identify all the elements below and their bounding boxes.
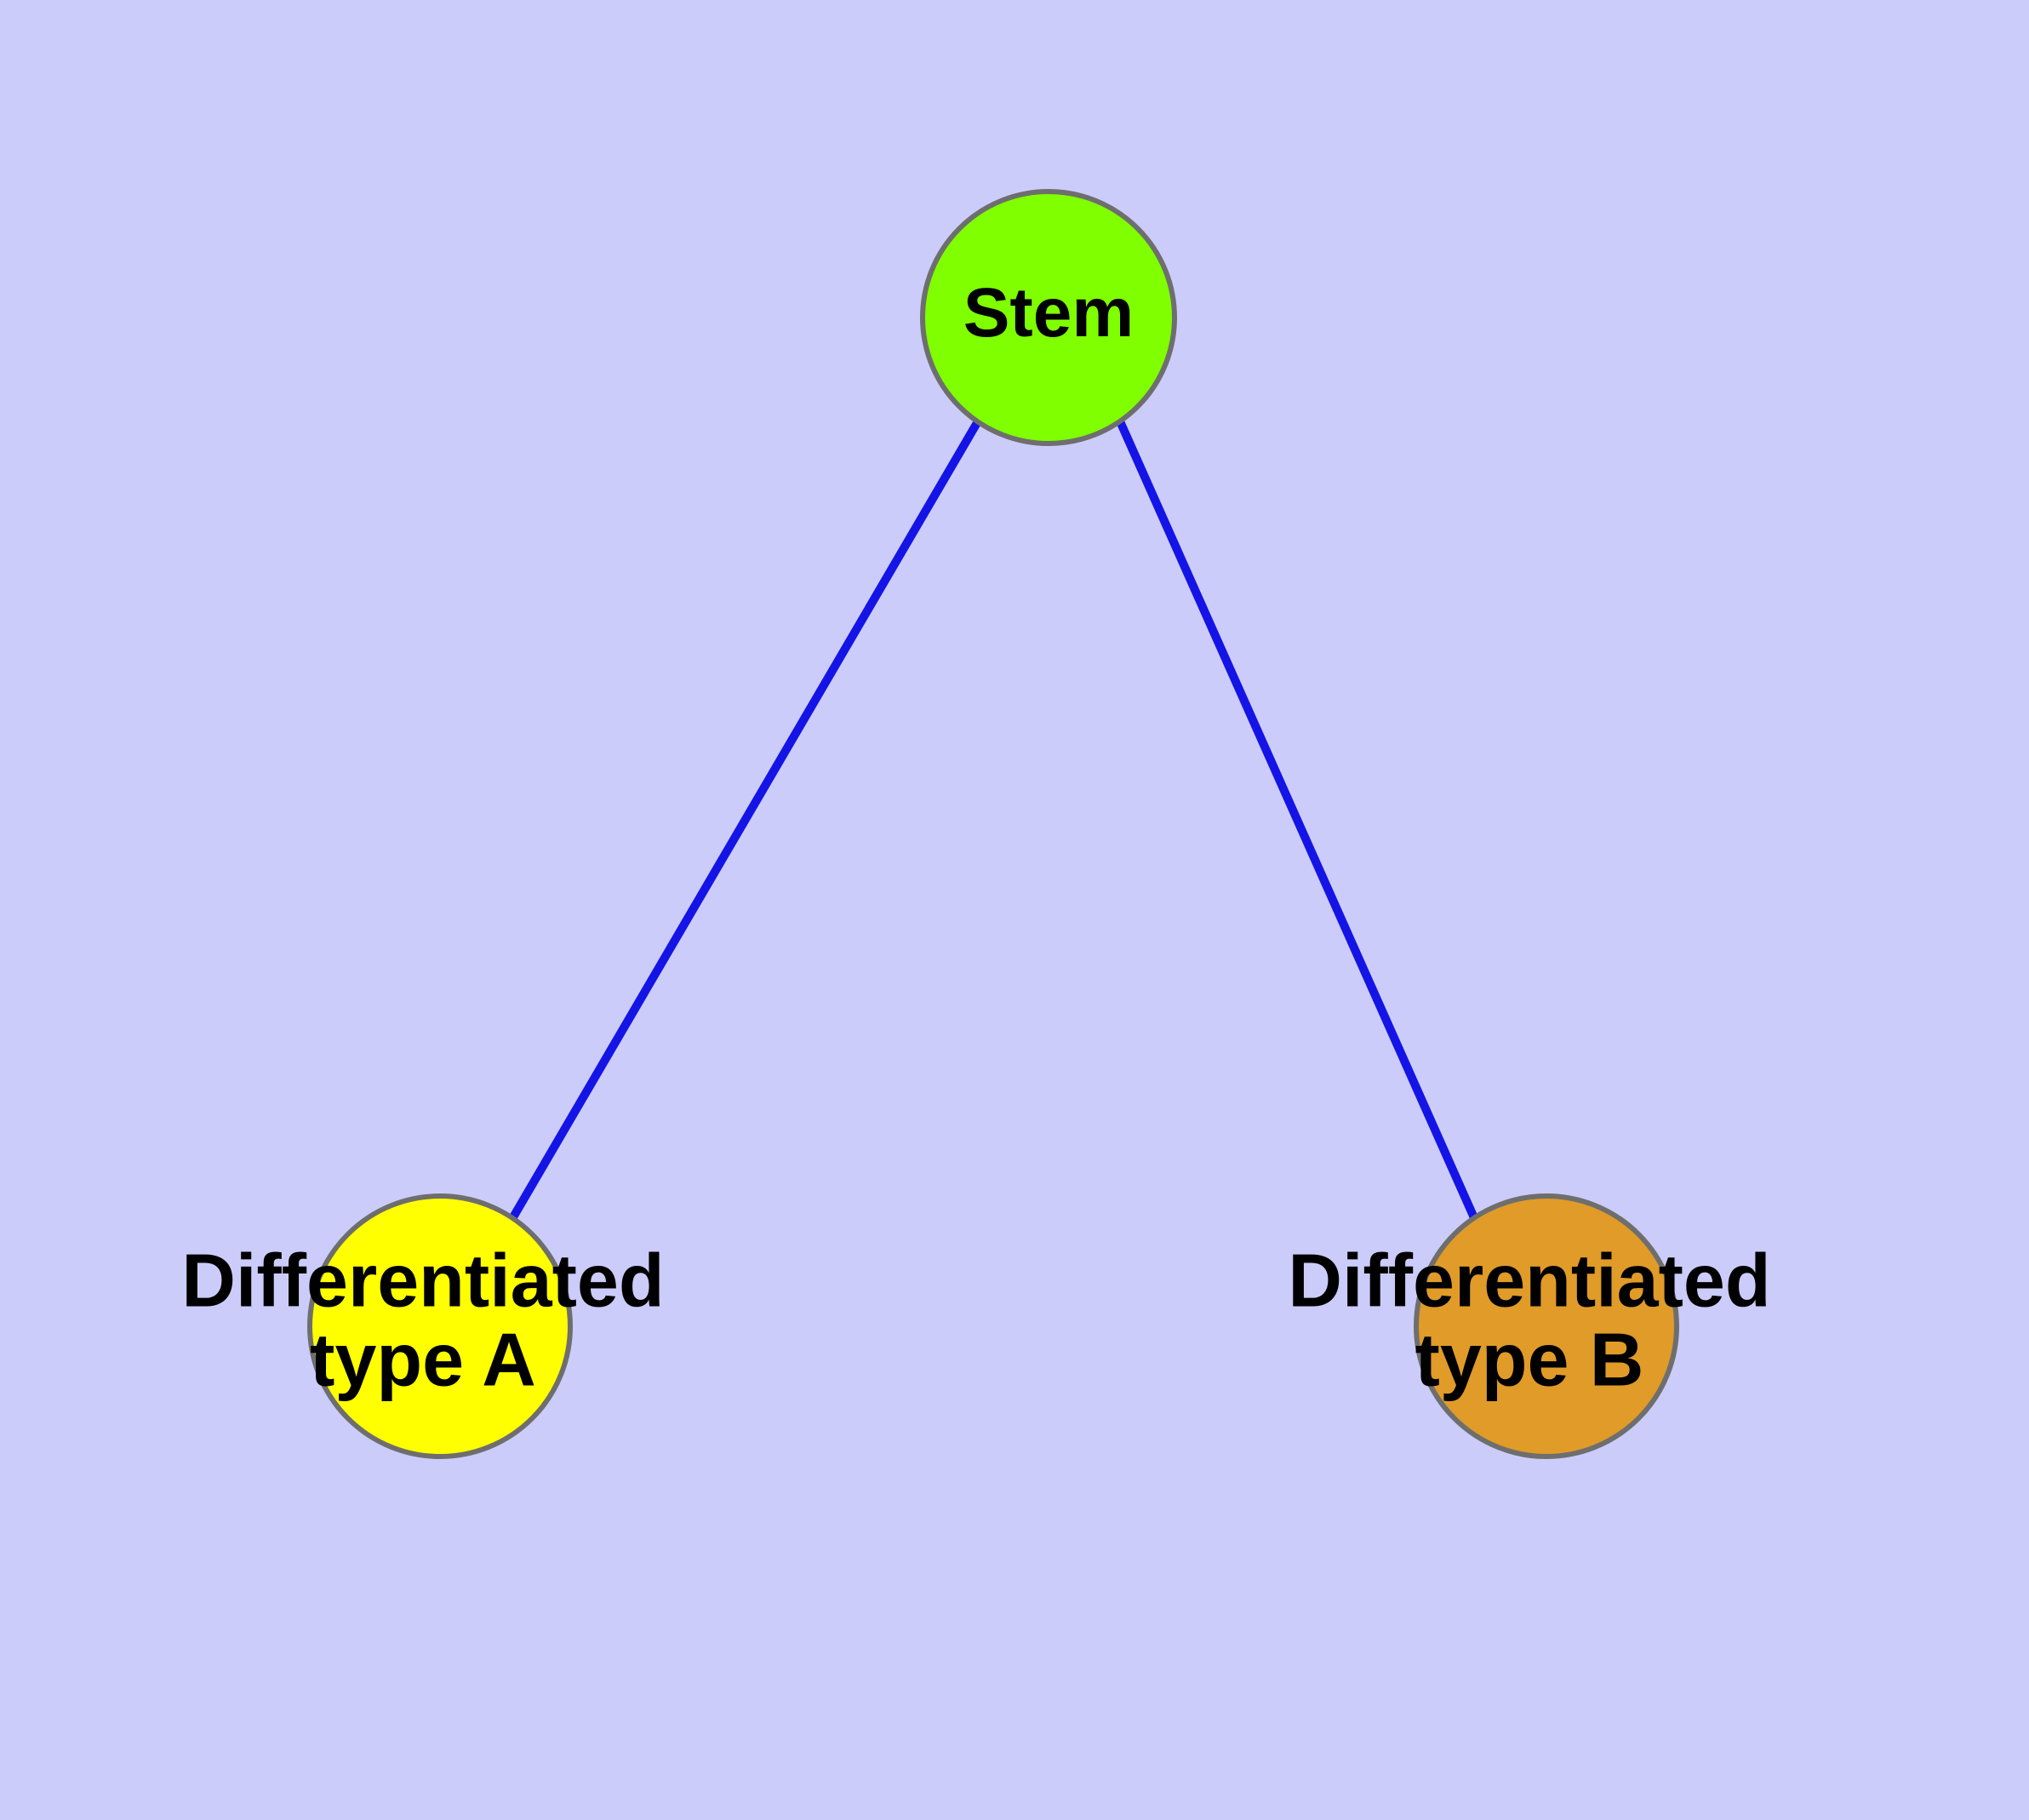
edge-stem-to-diff-a[interactable]: [506, 419, 982, 1224]
node-diff-a[interactable]: [307, 1193, 573, 1459]
node-label-line: type B: [1415, 1318, 1644, 1402]
node-label-line: type A: [310, 1318, 536, 1402]
edges-layer: [506, 419, 1480, 1224]
edge-stem-to-diff-b[interactable]: [1116, 419, 1480, 1224]
node-label-line: Differentiated: [181, 1239, 664, 1323]
node-label-line: Stem: [963, 274, 1135, 352]
node-stem[interactable]: [920, 189, 1177, 446]
nodes-layer: [307, 189, 1679, 1459]
node-diff-b[interactable]: [1414, 1193, 1679, 1459]
node-label-stem: Stem: [963, 274, 1135, 352]
node-label-line: Differentiated: [1288, 1239, 1770, 1323]
